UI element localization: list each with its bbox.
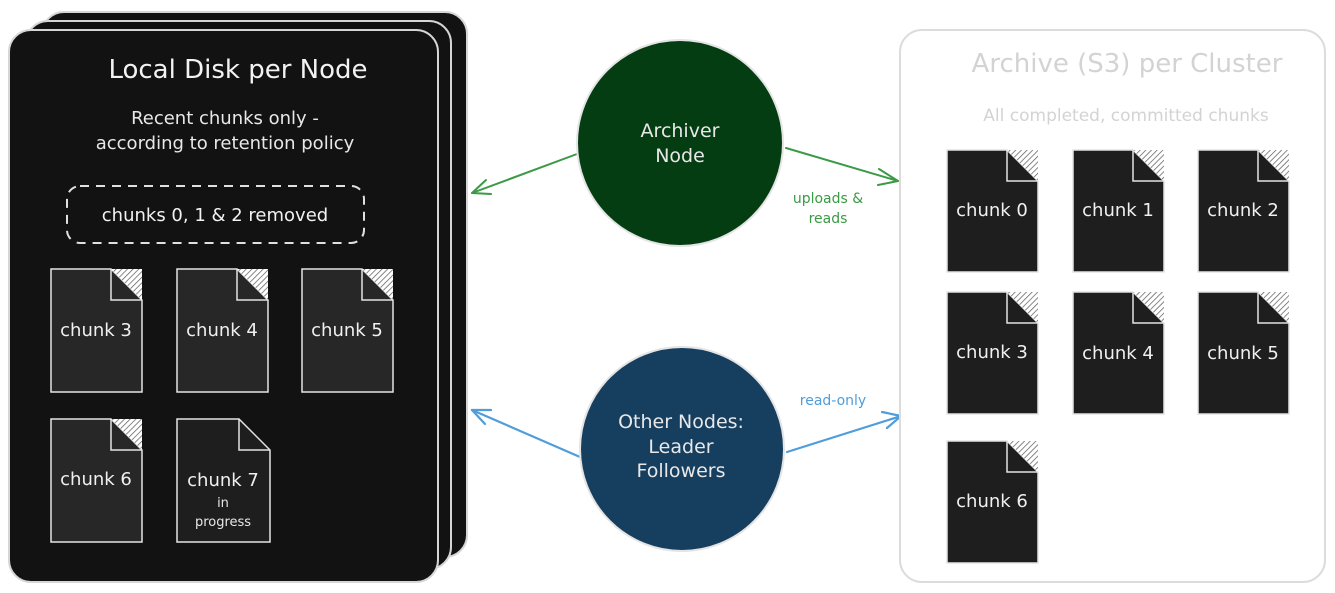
archiver-to-local-arrow [471,153,578,195]
archive-chunk-5-label: chunk 5 [1207,343,1279,364]
local-chunk-6: chunk 6 [50,418,143,543]
archive-chunk-2-label: chunk 2 [1207,200,1279,221]
other-nodes-to-local-arrow [470,408,582,459]
archiver-node-line2: Node [655,145,705,167]
local-chunk-5-label: chunk 5 [311,320,383,341]
archive-chunk-3-label: chunk 3 [956,342,1028,363]
archiver-node-line1: Archiver [641,120,720,142]
local-chunk-5: chunk 5 [301,268,394,393]
local-chunk-3: chunk 3 [50,268,143,393]
other-nodes-node: Other Nodes: Leader Followers [579,346,785,552]
other-nodes-to-archive-arrow [785,410,903,454]
archive-chunk-1-label: chunk 1 [1082,200,1154,221]
local-chunk-4-label: chunk 4 [186,320,258,341]
archive-chunk-1: chunk 1 [1072,149,1165,273]
local-disk-title: Local Disk per Node [108,55,367,85]
other-nodes-line3: Followers [637,460,726,482]
uploads-reads-label-line1: uploads & [793,191,863,207]
local-chunk-3-label: chunk 3 [60,320,132,341]
archive-subtitle: All completed, committed chunks [983,106,1269,126]
other-nodes-line2: Leader [648,436,713,458]
archive-chunk-0: chunk 0 [946,149,1039,273]
archive-chunk-4-label: chunk 4 [1082,343,1154,364]
local-disk-subtitle-line2: according to retention policy [96,133,355,154]
read-only-label: read-only [800,393,866,409]
local-chunk-7-status-line2: progress [195,515,251,530]
local-disk-panel: Local Disk per Node Recent chunks only -… [8,11,468,583]
archive-panel: Archive (S3) per Cluster All completed, … [899,29,1326,583]
uploads-reads-label-line2: reads [809,211,848,227]
archive-chunk-2: chunk 2 [1197,149,1290,273]
local-chunk-7: chunk 7 in progress [176,418,271,543]
archive-chunk-6-label: chunk 6 [956,491,1028,512]
archive-chunk-6: chunk 6 [946,440,1039,564]
archive-chunk-3: chunk 3 [946,291,1039,415]
archive-chunk-5: chunk 5 [1197,291,1290,415]
archive-chunk-0-label: chunk 0 [956,200,1028,221]
local-chunk-6-label: chunk 6 [60,469,132,490]
archive-chunk-4: chunk 4 [1072,291,1165,415]
removed-chunks-note: chunks 0, 1 & 2 removed [102,205,328,226]
archiver-to-archive-arrow [785,147,899,186]
archive-title: Archive (S3) per Cluster [972,49,1283,79]
local-chunk-7-status-line1: in [217,496,229,511]
local-disk-subtitle-line1: Recent chunks only - [131,108,319,129]
local-chunk-4: chunk 4 [176,268,269,393]
local-chunk-7-label: chunk 7 [187,470,259,491]
removed-chunks-note-box [66,185,365,244]
other-nodes-line1: Other Nodes: [618,411,744,433]
archiver-node: Archiver Node [576,39,784,247]
